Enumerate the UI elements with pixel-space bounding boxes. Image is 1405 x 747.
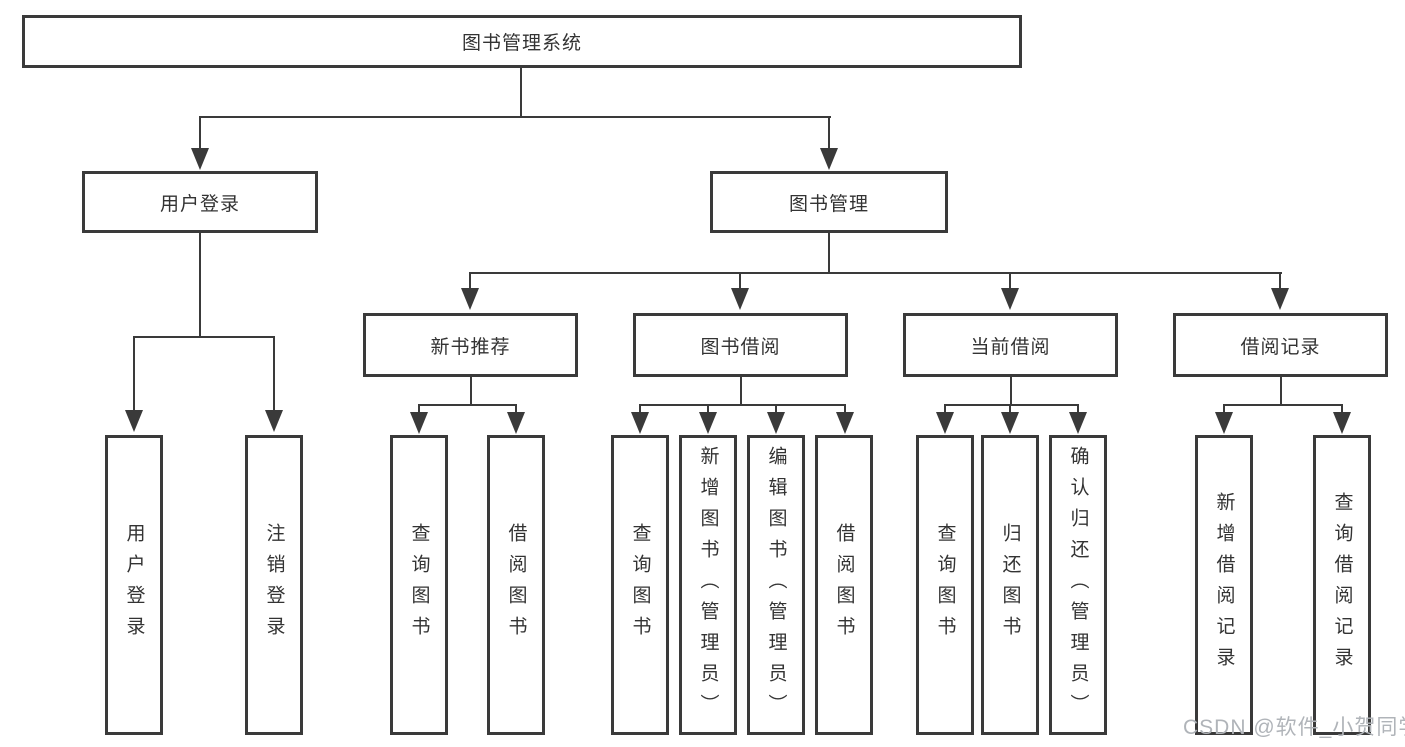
leaf-label: 归还图书	[999, 523, 1021, 647]
arrow-down-icon	[936, 412, 954, 434]
arrow-down-icon	[1271, 288, 1289, 310]
arrow-down-icon	[699, 412, 717, 434]
connector-line	[199, 116, 201, 150]
arrow-down-icon	[1333, 412, 1351, 434]
connector-line	[739, 272, 741, 289]
leaf-label: 借阅图书	[833, 523, 855, 647]
connector-line	[944, 404, 946, 414]
leaf-label: 查询图书	[934, 523, 956, 647]
leaf-add-book-admin: 新增图书（管理员）	[679, 435, 737, 735]
leaf-query-borrow-record: 查询借阅记录	[1313, 435, 1371, 735]
connector-line	[1077, 404, 1079, 414]
connector-line	[418, 404, 420, 414]
connector-line	[775, 404, 777, 414]
node-user-login: 用户登录	[82, 171, 318, 233]
connector-line	[419, 404, 517, 406]
node-book-management: 图书管理	[710, 171, 948, 233]
connector-line	[1341, 404, 1343, 414]
connector-line	[1223, 404, 1225, 414]
node-current-borrow: 当前借阅	[903, 313, 1118, 377]
node-book-borrow: 图书借阅	[633, 313, 848, 377]
leaf-label: 借阅图书	[505, 523, 527, 647]
arrow-down-icon	[461, 288, 479, 310]
leaf-query-books-current: 查询图书	[916, 435, 974, 735]
connector-line	[945, 404, 1078, 406]
connector-line	[639, 404, 641, 414]
leaf-label: 确认归还（管理员）	[1067, 445, 1089, 725]
leaf-label: 新增图书（管理员）	[697, 445, 719, 725]
arrow-down-icon	[507, 412, 525, 434]
connector-line	[1224, 404, 1342, 406]
leaf-label: 查询图书	[629, 523, 651, 647]
connector-line	[133, 336, 275, 338]
arrow-down-icon	[191, 148, 209, 170]
connector-line	[470, 377, 472, 406]
arrow-down-icon	[836, 412, 854, 434]
connector-line	[1280, 377, 1282, 406]
connector-line	[740, 377, 742, 406]
arrow-down-icon	[767, 412, 785, 434]
connector-line	[199, 233, 201, 338]
leaf-label: 注销登录	[263, 523, 285, 647]
connector-line	[640, 404, 845, 406]
leaf-edit-book-admin: 编辑图书（管理员）	[747, 435, 805, 735]
connector-line	[828, 233, 830, 274]
connector-line	[469, 272, 471, 289]
leaf-borrow-books-recommend: 借阅图书	[487, 435, 545, 735]
arrow-down-icon	[1001, 288, 1019, 310]
connector-line	[844, 404, 846, 414]
leaf-user-login: 用户登录	[105, 435, 163, 735]
arrow-down-icon	[1215, 412, 1233, 434]
node-root-library-system: 图书管理系统	[22, 15, 1022, 68]
leaf-logout: 注销登录	[245, 435, 303, 735]
leaf-borrow-books: 借阅图书	[815, 435, 873, 735]
connector-line	[273, 336, 275, 411]
leaf-add-borrow-record: 新增借阅记录	[1195, 435, 1253, 735]
node-borrow-records: 借阅记录	[1173, 313, 1388, 377]
leaf-label: 查询借阅记录	[1331, 492, 1353, 678]
arrow-down-icon	[631, 412, 649, 434]
arrow-down-icon	[410, 412, 428, 434]
arrow-down-icon	[820, 148, 838, 170]
connector-line	[707, 404, 709, 414]
leaf-label: 查询图书	[408, 523, 430, 647]
connector-line	[133, 336, 135, 411]
connector-line	[1010, 377, 1012, 406]
node-new-book-recommend: 新书推荐	[363, 313, 578, 377]
arrow-down-icon	[1069, 412, 1087, 434]
leaf-label: 用户登录	[123, 523, 145, 647]
leaf-label: 新增借阅记录	[1213, 492, 1235, 678]
arrow-down-icon	[731, 288, 749, 310]
leaf-label: 编辑图书（管理员）	[765, 445, 787, 725]
arrow-down-icon	[265, 410, 283, 432]
csdn-watermark: CSDN @软件_小贺同学	[1183, 716, 1405, 739]
connector-line	[515, 404, 517, 414]
leaf-return-book: 归还图书	[981, 435, 1039, 735]
arrow-down-icon	[1001, 412, 1019, 434]
connector-line	[1009, 272, 1011, 289]
connector-line	[828, 116, 830, 150]
leaf-query-books-recommend: 查询图书	[390, 435, 448, 735]
leaf-query-books-borrow: 查询图书	[611, 435, 669, 735]
connector-line	[1009, 404, 1011, 414]
connector-line	[1279, 272, 1281, 289]
arrow-down-icon	[125, 410, 143, 432]
connector-line	[520, 68, 522, 118]
connector-line	[199, 116, 831, 118]
connector-line	[470, 272, 1282, 274]
leaf-confirm-return-admin: 确认归还（管理员）	[1049, 435, 1107, 735]
